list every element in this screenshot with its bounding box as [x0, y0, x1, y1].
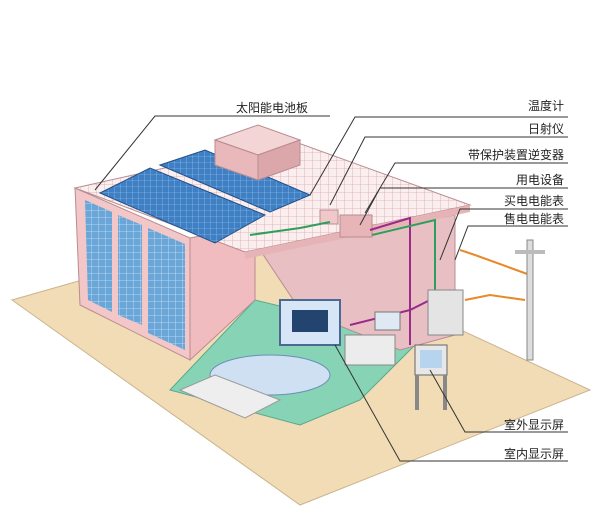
solar-panel-1 [98, 167, 267, 244]
label-sell-meter: 售电电能表 [503, 212, 564, 226]
label-indoor-display: 室内显示屏 [503, 447, 564, 461]
utility-pole [526, 239, 534, 361]
label-buy-meter: 买电电能表 [503, 194, 564, 208]
label-inverter: 带保护装置逆变器 [467, 148, 564, 162]
label-solar-panel: 太阳能电池板 [236, 101, 309, 115]
leader-lines [94, 115, 568, 462]
label-pyranometer: 日射仪 [527, 122, 564, 136]
label-outdoor-display: 室外显示屏 [503, 418, 564, 432]
meter-cabinet [427, 289, 464, 336]
label-appliances: 用电设备 [515, 173, 564, 187]
label-thermometer: 温度计 [527, 99, 564, 113]
